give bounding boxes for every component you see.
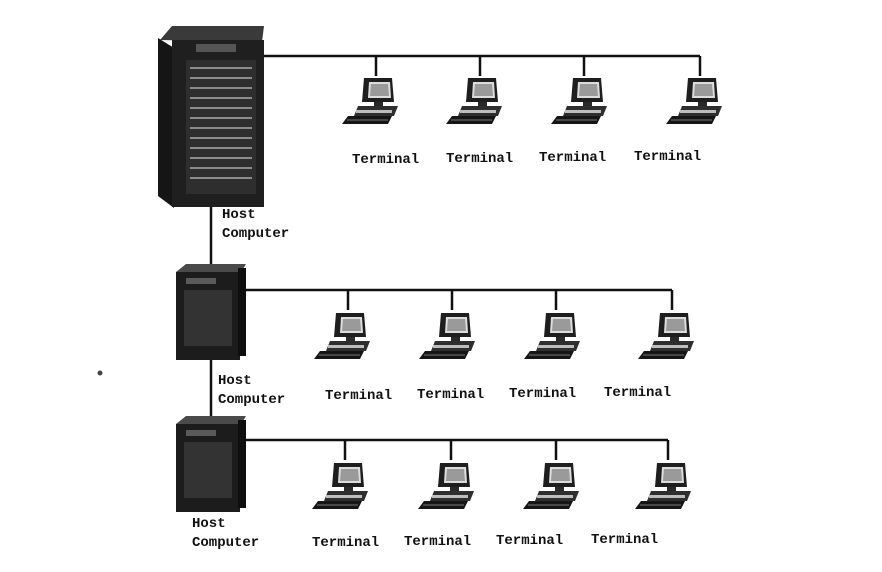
terminal-label-3-4: Terminal bbox=[591, 532, 659, 548]
terminal-label-2-4: Terminal bbox=[604, 385, 672, 401]
terminal-2-2-icon bbox=[418, 312, 476, 360]
terminal-1-1-icon bbox=[341, 77, 399, 125]
terminal-label-1-1: Terminal bbox=[352, 152, 420, 168]
terminal-label-3-2: Terminal bbox=[404, 534, 472, 550]
terminal-2-1-icon bbox=[313, 312, 371, 360]
host-label-3-line1: Host bbox=[192, 516, 226, 532]
terminal-label-1-4: Terminal bbox=[634, 149, 702, 165]
terminal-label-1-3: Terminal bbox=[539, 150, 607, 166]
terminal-3-3-icon bbox=[522, 462, 580, 510]
host-label-1-line2: Computer bbox=[222, 226, 290, 242]
terminal-1-2-icon bbox=[445, 77, 503, 125]
terminal-2-3-icon bbox=[523, 312, 581, 360]
host-label-3: Host Computer bbox=[192, 515, 259, 553]
terminal-2-4-icon bbox=[637, 312, 695, 360]
host-computer-3-icon bbox=[176, 416, 246, 512]
host-label-2-line1: Host bbox=[218, 373, 252, 389]
terminal-label-3-3: Terminal bbox=[496, 533, 564, 549]
terminal-1-3-icon bbox=[550, 77, 608, 125]
host-label-2: Host Computer bbox=[218, 372, 285, 410]
host-label-2-line2: Computer bbox=[218, 392, 286, 408]
host-label-1-line1: Host bbox=[222, 207, 256, 223]
host-computer-1-icon bbox=[158, 26, 264, 208]
terminal-label-1-2: Terminal bbox=[446, 151, 514, 167]
terminal-3-4-icon bbox=[634, 462, 692, 510]
terminal-label-3-1: Terminal bbox=[312, 535, 380, 551]
host-label-1: Host Computer bbox=[222, 206, 289, 244]
terminal-label-2-3: Terminal bbox=[509, 386, 577, 402]
terminal-label-2-2: Terminal bbox=[417, 387, 485, 403]
host-computer-2-icon bbox=[176, 264, 246, 360]
terminal-label-2-1: Terminal bbox=[325, 388, 393, 404]
terminal-3-2-icon bbox=[417, 462, 475, 510]
terminal-1-4-icon bbox=[665, 77, 723, 125]
terminal-3-1-icon bbox=[311, 462, 369, 510]
host-label-3-line2: Computer bbox=[192, 535, 260, 551]
